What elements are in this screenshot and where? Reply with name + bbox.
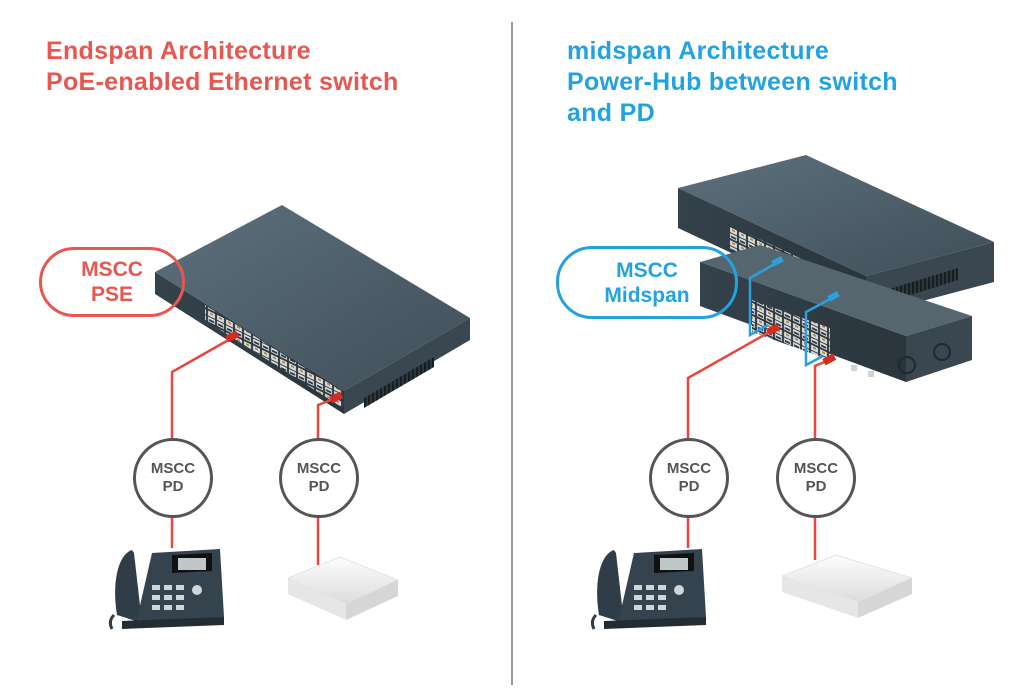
endspan-poe-switch bbox=[155, 205, 470, 414]
pd-badge-right-phone: MSCC PD bbox=[649, 438, 729, 518]
midspan-label-line2: Midspan bbox=[604, 283, 690, 307]
pd-badge-right-ap: MSCC PD bbox=[776, 438, 856, 518]
access-point-right bbox=[780, 554, 914, 618]
endspan-title-line2: PoE-enabled Ethernet switch bbox=[46, 68, 399, 96]
mscc-midspan-label: MSCC Midspan bbox=[556, 246, 738, 319]
midspan-title: midspan Architecture Power-Hub between s… bbox=[567, 36, 898, 129]
ip-phone-left bbox=[108, 549, 224, 630]
midspan-data-cables bbox=[748, 256, 840, 368]
endspan-title-line1: Endspan Architecture bbox=[46, 37, 311, 65]
midspan-title-line1: midspan Architecture bbox=[567, 37, 830, 65]
pd-badge-line2: PD bbox=[162, 478, 184, 495]
pd-badge-line2: PD bbox=[678, 478, 700, 495]
pse-label-line1: MSCC bbox=[81, 258, 143, 281]
midspan-title-line3: and PD bbox=[567, 99, 655, 127]
pd-badge-left-ap: MSCC PD bbox=[279, 438, 359, 518]
pd-badge-line1: MSCC bbox=[296, 460, 342, 477]
access-point-left bbox=[286, 556, 400, 620]
pse-label-line2: PSE bbox=[90, 283, 134, 306]
endspan-power-cables bbox=[170, 330, 344, 565]
midspan-title-line2: Power-Hub between switch bbox=[567, 68, 898, 96]
mscc-pse-label: MSCC PSE bbox=[39, 247, 185, 317]
pd-badge-left-phone: MSCC PD bbox=[133, 438, 213, 518]
pd-badge-line1: MSCC bbox=[666, 460, 712, 477]
ip-phone-right bbox=[590, 549, 706, 630]
panel-divider bbox=[511, 22, 513, 685]
midspan-power-cables bbox=[686, 323, 837, 560]
pd-badge-line2: PD bbox=[308, 478, 330, 495]
pd-badge-line1: MSCC bbox=[150, 460, 196, 477]
endspan-title: Endspan Architecture PoE-enabled Etherne… bbox=[46, 36, 399, 98]
pd-badge-line1: MSCC bbox=[793, 460, 839, 477]
pd-badge-line2: PD bbox=[805, 478, 827, 495]
midspan-label-line1: MSCC bbox=[616, 258, 678, 282]
